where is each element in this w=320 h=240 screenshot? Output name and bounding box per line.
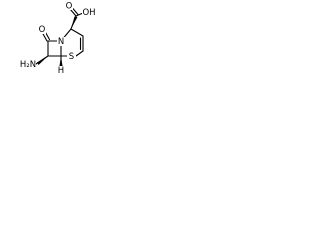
molecule-structure: O O OH N S H₂N H <box>20 2 96 76</box>
nitrogen-label: N <box>58 37 64 47</box>
wedge-bridge-h <box>59 56 63 66</box>
stereo-h-label: H <box>58 66 64 76</box>
bond-carbonyl-double-1 <box>41 32 48 42</box>
atom-labels: O O OH N S H₂N H <box>20 2 96 76</box>
hydroxyl-bg <box>82 8 96 17</box>
bond-acid-c-o-double-1 <box>69 8 77 17</box>
stereo-h-bg <box>57 66 65 75</box>
bond-c4-c3 <box>70 28 84 37</box>
acid-oxygen-label: O <box>66 2 73 12</box>
wedge-alpha-amine <box>37 56 48 65</box>
bond-acid-c-oh <box>75 12 84 17</box>
sulfur-bg <box>67 52 76 61</box>
carbonyl-oxygen-label: O <box>39 25 46 35</box>
bond-c2-s <box>75 50 84 57</box>
sulfur-label: S <box>69 52 74 62</box>
acid-o-bg <box>65 2 73 10</box>
stereo-bonds <box>37 16 78 66</box>
hydroxyl-label: OH <box>82 8 95 18</box>
carbonyl-o-bg <box>38 26 46 34</box>
wedge-c4-acid <box>71 16 78 29</box>
amine-label: H₂N <box>20 60 36 70</box>
amine-bg <box>20 60 36 69</box>
nitrogen-bg <box>57 37 65 46</box>
